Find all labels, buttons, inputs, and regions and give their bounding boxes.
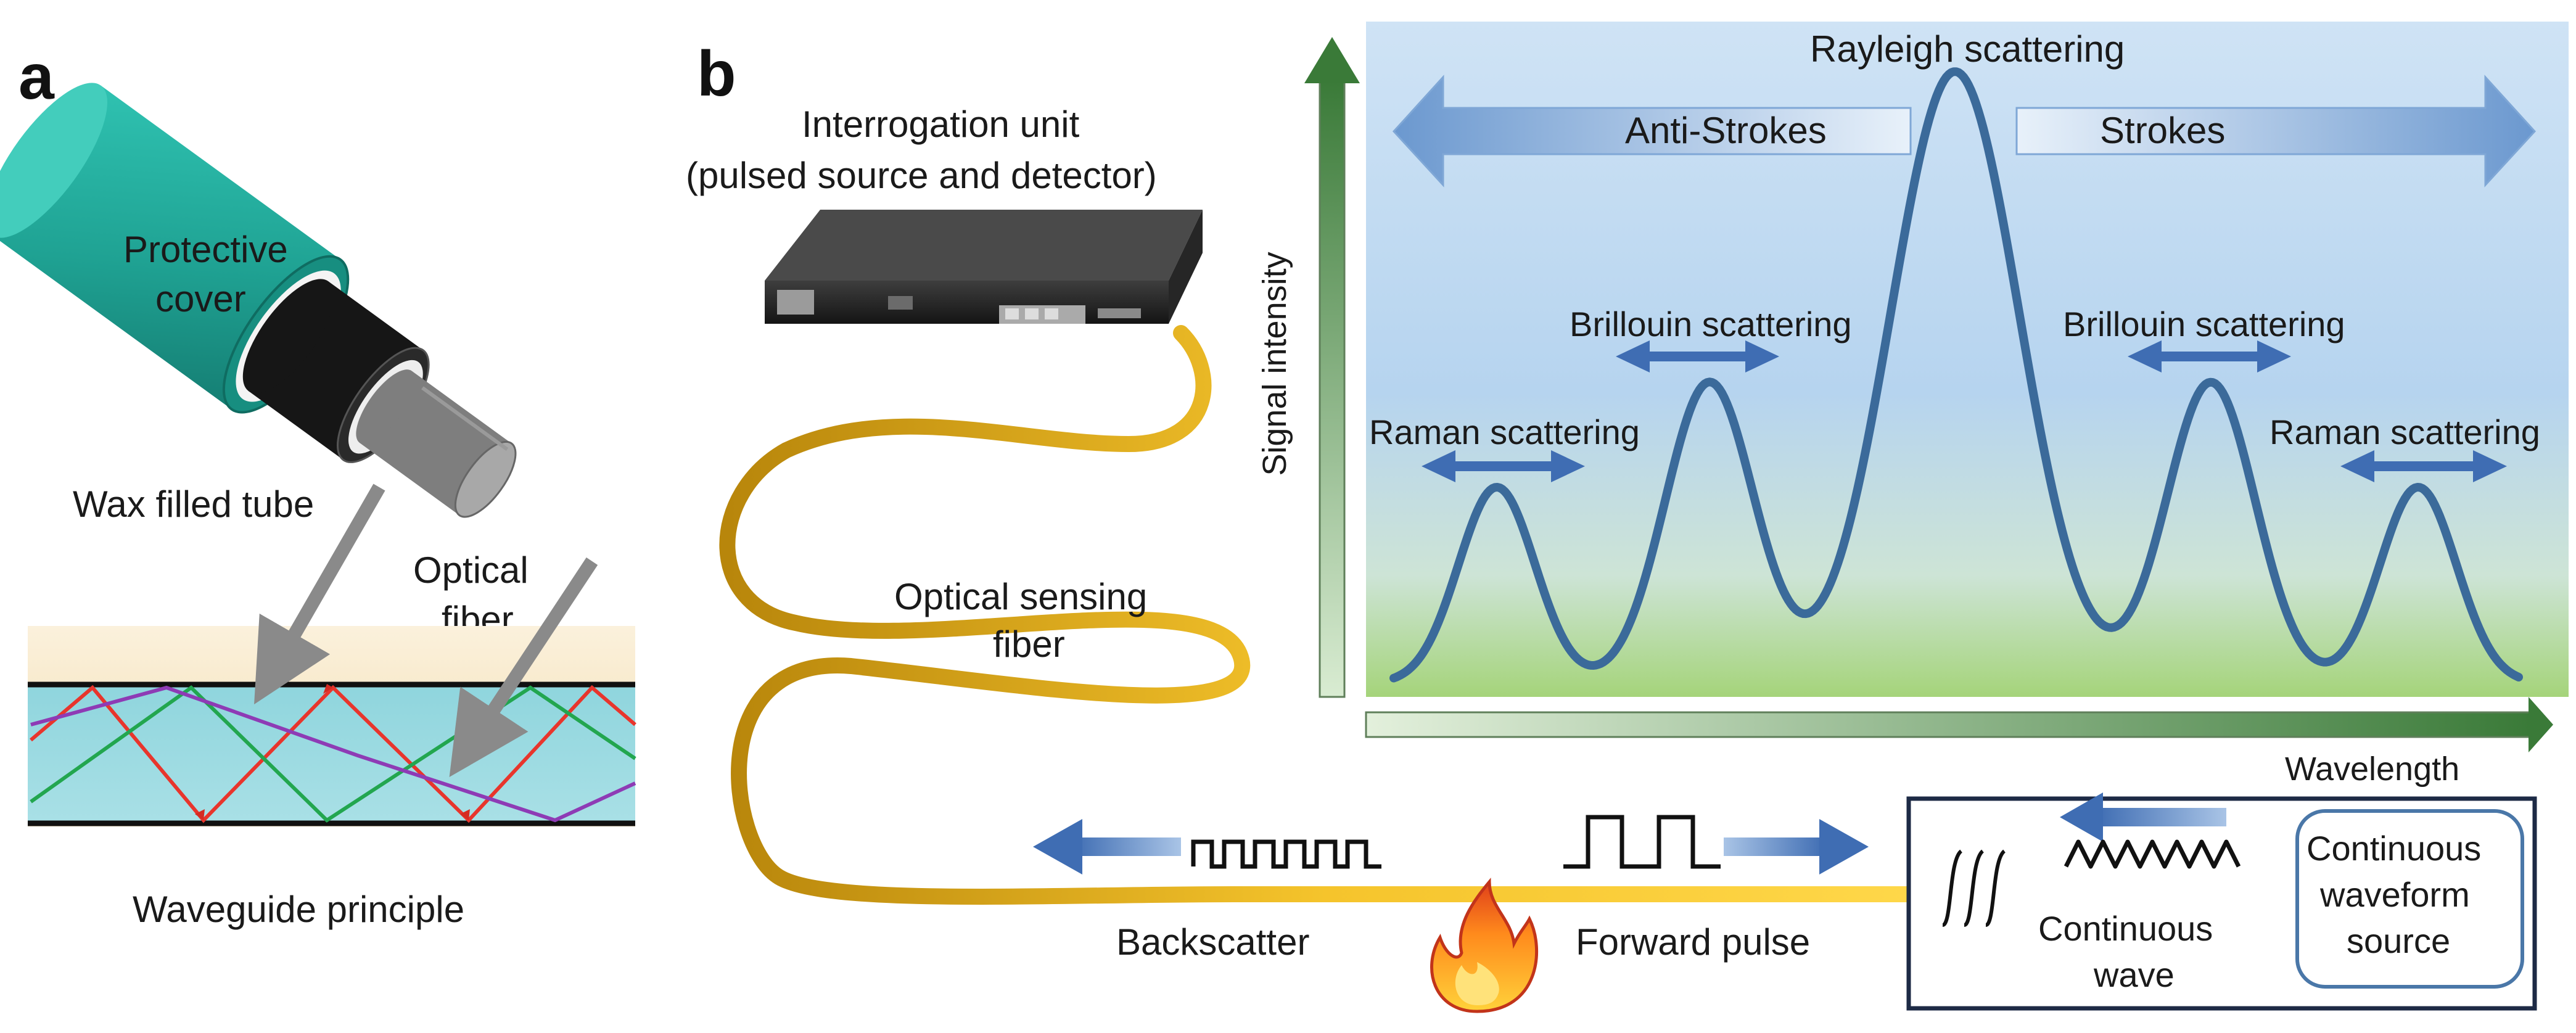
cw-direction-arrow: [2060, 792, 2226, 842]
label-rayleigh-scattering: Rayleigh scattering: [1810, 28, 2125, 70]
label-anti-strokes: Anti-Strokes: [1625, 110, 1827, 151]
label-brillouin-left: Brillouin scattering: [1570, 305, 1852, 344]
panel-letter-b: b: [697, 38, 736, 110]
protective-cover-end: [0, 83, 107, 238]
optical-fiber-leader-arrow: [449, 557, 598, 778]
label-protective-cover-2: cover: [155, 278, 246, 319]
anti-strokes-arrow: [1392, 75, 1912, 187]
scattering-spectrum: Signal intensity Wavelength Anti-Strokes…: [1256, 22, 2569, 788]
wax-filled-tube-body: [248, 281, 423, 460]
panel-letter-a: a: [19, 41, 55, 113]
label-interrogation-unit-1: Interrogation unit: [802, 104, 1080, 145]
brillouin-left-double-arrow: [1616, 340, 1779, 372]
label-raman-right: Raman scattering: [2269, 413, 2540, 451]
label-optical-fiber-1: Optical: [413, 549, 529, 591]
backscatter-pulse-train: [1191, 839, 1381, 869]
panel-b: b Interrogation unit (pulsed source and …: [686, 22, 2569, 1013]
label-continuous-wave-2: wave: [2093, 955, 2175, 994]
label-optical-sensing-fiber-1: Optical sensing: [894, 576, 1147, 617]
label-backscatter: Backscatter: [1116, 921, 1309, 963]
label-brillouin-right: Brillouin scattering: [2063, 305, 2345, 344]
spectrum-curve: [1389, 67, 2523, 683]
waveguide-illustration: [28, 626, 636, 826]
y-axis-arrow: [1304, 37, 1360, 698]
raman-left-double-arrow: [1422, 450, 1585, 482]
x-axis-label: Wavelength: [2285, 751, 2459, 788]
coil-icon: [1941, 849, 2006, 927]
fiber-cable-illustration: Protective cover: [0, 83, 517, 518]
continuous-wave-panel: Continuous wave Continuous waveform sour…: [1906, 792, 2537, 1011]
strokes-arrow: [2015, 75, 2537, 187]
panel-a: a Protect: [0, 41, 636, 930]
green-ray: [30, 685, 636, 823]
backscatter-arrow: [1033, 819, 1181, 875]
label-forward-pulse: Forward pulse: [1576, 921, 1810, 963]
interrogation-unit-device: [765, 210, 1203, 324]
label-strokes: Strokes: [2100, 110, 2225, 151]
y-axis-label: Signal intensity: [1256, 252, 1293, 475]
label-cw-source-1: Continuous: [2306, 829, 2481, 868]
brillouin-right-double-arrow: [2128, 340, 2291, 372]
fire-icon: [1430, 878, 1539, 1013]
wax-tube-leader-arrow: [254, 484, 385, 705]
label-protective-cover-1: Protective: [123, 229, 288, 270]
optical-sensing-fiber: [719, 325, 1932, 905]
forward-pulse-arrow: [1724, 819, 1869, 875]
forward-pulse-shape: [1563, 815, 1721, 869]
sine-wave: [2064, 839, 2241, 869]
x-axis-arrow: [1365, 697, 2553, 752]
label-wax-filled-tube: Wax filled tube: [73, 484, 314, 525]
raman-right-double-arrow: [2340, 450, 2507, 482]
label-interrogation-unit-2: (pulsed source and detector): [686, 155, 1157, 196]
label-cw-source-3: source: [2347, 921, 2450, 960]
label-waveguide-principle: Waveguide principle: [133, 889, 464, 930]
purple-ray: [30, 685, 636, 823]
label-continuous-wave-1: Continuous: [2038, 909, 2213, 948]
cw-source-box: [2295, 809, 2524, 989]
label-raman-left: Raman scattering: [1369, 413, 1640, 451]
label-optical-sensing-fiber-2: fiber: [993, 624, 1065, 665]
label-cw-source-2: waveform: [2319, 875, 2470, 914]
